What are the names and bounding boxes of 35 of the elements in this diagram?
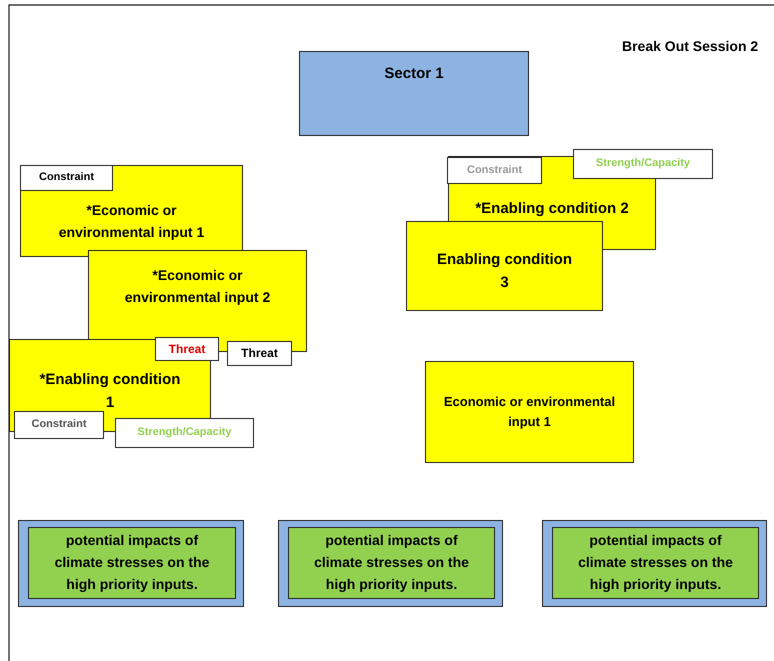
tag-box — [227, 341, 292, 366]
box-text: potential impacts of climate stresses on the high priority inputs. — [54, 531, 210, 594]
box-text: *Enabling condition 1 — [38, 370, 182, 414]
box-text: Economic or environmental input 1 — [442, 392, 616, 431]
box-text: Constraint — [32, 417, 86, 432]
impact-box — [28, 527, 236, 599]
impact-panel — [542, 520, 767, 607]
box-text: Strength/Capacity — [137, 425, 232, 440]
tag-box — [155, 337, 219, 361]
impact-box — [552, 527, 759, 599]
box-text: Constraint — [467, 162, 522, 178]
box-text: potential impacts of climate stresses on the high priority inputs. — [313, 531, 470, 594]
title: Break Out Session 2 — [622, 38, 758, 54]
box-text: Sector 1 — [384, 64, 444, 84]
box-text: Strength/Capacity — [596, 156, 690, 172]
tag-box — [115, 418, 254, 448]
box-text: *Enabling condition 2 — [475, 199, 629, 219]
impact-panel — [278, 520, 503, 607]
box-text: Threat — [241, 345, 278, 362]
input-box — [425, 361, 634, 463]
impact-box — [288, 527, 495, 599]
tag-box — [14, 411, 104, 439]
input-box — [20, 165, 243, 257]
box-text: Constraint — [39, 170, 94, 186]
box-text: *Economic or environmental input 1 — [58, 201, 206, 242]
box-text: Threat — [168, 340, 206, 358]
condition-box — [406, 221, 603, 311]
tag-box — [20, 165, 113, 191]
tag-box — [573, 149, 713, 179]
impact-panel — [18, 520, 244, 607]
box-text: potential impacts of climate stresses on the high priority inputs. — [577, 531, 734, 594]
tag-box — [447, 157, 542, 184]
box-text: Enabling condition 3 — [436, 250, 573, 294]
box-text: *Economic or environmental input 2 — [124, 266, 272, 307]
sector-box — [299, 51, 529, 136]
